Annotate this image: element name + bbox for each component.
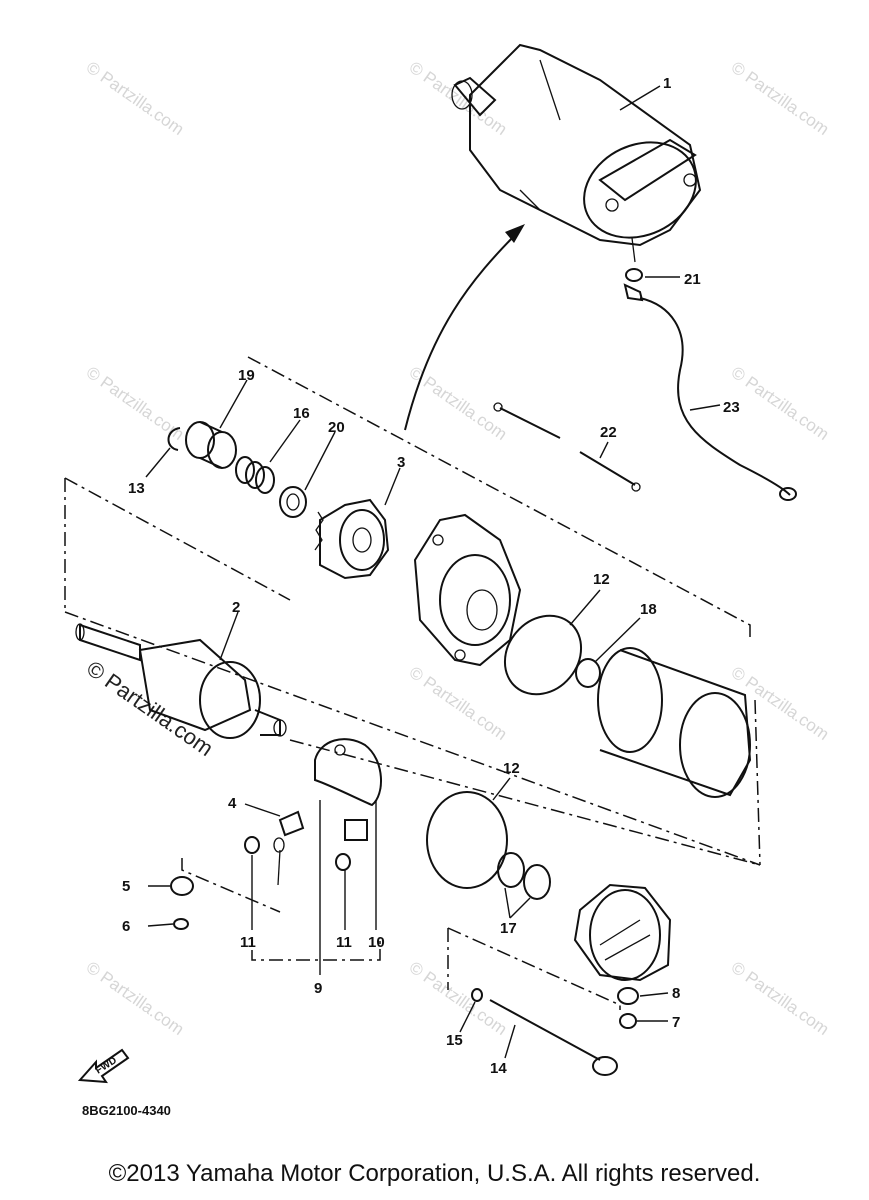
callout-2: 2 xyxy=(232,599,240,616)
brush-plate xyxy=(314,738,383,841)
watermark: © Partzilla.com xyxy=(728,58,833,139)
callout-4: 4 xyxy=(228,795,237,812)
callout-21: 21 xyxy=(684,271,701,288)
clutch-gear xyxy=(314,498,390,580)
callout-8: 8 xyxy=(672,985,680,1002)
watermark: © Partzilla.com xyxy=(406,663,511,744)
callout-22: 22 xyxy=(600,424,617,441)
callout-12b: 12 xyxy=(503,760,520,777)
sleeve xyxy=(185,421,237,469)
lead-wire xyxy=(623,268,797,501)
diagram-code: 8BG2100-4340 xyxy=(82,1103,171,1118)
rear-cover xyxy=(573,883,672,982)
callout-15: 15 xyxy=(446,1032,463,1049)
callout-18: 18 xyxy=(640,601,657,618)
seal-17b xyxy=(523,864,551,900)
callout-19: 19 xyxy=(238,367,255,384)
fwd-arrow: FWD xyxy=(77,1048,130,1084)
yoke xyxy=(597,647,752,798)
washer xyxy=(279,486,307,518)
leader-lines xyxy=(145,85,721,1059)
front-cover xyxy=(413,513,522,667)
callout-9: 9 xyxy=(314,980,322,997)
o-ring-lower xyxy=(426,791,508,889)
callout-14: 14 xyxy=(490,1060,507,1077)
watermark: © Partzilla.com xyxy=(83,58,188,139)
through-bolt xyxy=(489,999,618,1076)
nut-11b xyxy=(335,853,351,871)
nut-8 xyxy=(617,987,639,1005)
nut-7 xyxy=(619,1013,637,1029)
callout-12a: 12 xyxy=(593,571,610,588)
callout-16: 16 xyxy=(293,405,310,422)
washer-6 xyxy=(173,918,189,930)
callout-5: 5 xyxy=(122,878,130,895)
callout-6: 6 xyxy=(122,918,130,935)
callout-11a: 11 xyxy=(240,934,256,951)
circlip xyxy=(167,427,181,451)
callout-11b: 11 xyxy=(336,934,352,951)
nut-11a xyxy=(244,836,260,854)
callout-17: 17 xyxy=(500,920,517,937)
seal-17a xyxy=(497,852,525,888)
callout-13: 13 xyxy=(128,480,145,497)
watermark: © Partzilla.com xyxy=(728,363,833,444)
watermark: © Partzilla.com xyxy=(406,958,511,1039)
copyright-notice: ©2013 Yamaha Motor Corporation, U.S.A. A… xyxy=(108,1160,761,1187)
assembly-outline xyxy=(64,356,761,1010)
watermark: © Partzilla.com xyxy=(728,663,833,744)
o-ring-upper xyxy=(503,614,583,696)
o-ring-15 xyxy=(471,988,483,1002)
assembly-arrow xyxy=(404,224,525,431)
callouts: 1 2 3 4 5 6 7 8 9 10 11 11 12 12 13 14 1… xyxy=(122,75,740,1077)
starter-motor-assy xyxy=(451,43,702,263)
grommet-5 xyxy=(170,876,194,896)
bolts-22 xyxy=(493,402,641,492)
callout-1: 1 xyxy=(663,75,671,92)
brush xyxy=(273,810,305,886)
spring xyxy=(235,456,275,494)
callout-20: 20 xyxy=(328,419,345,436)
armature xyxy=(75,623,287,739)
callout-7: 7 xyxy=(672,1014,680,1031)
callout-23: 23 xyxy=(723,399,740,416)
callout-3: 3 xyxy=(397,454,405,471)
watermark: © Partzilla.com xyxy=(728,958,833,1039)
callout-10: 10 xyxy=(368,934,385,951)
watermark: © Partzilla.com xyxy=(83,958,188,1039)
o-ring-small xyxy=(575,658,601,688)
